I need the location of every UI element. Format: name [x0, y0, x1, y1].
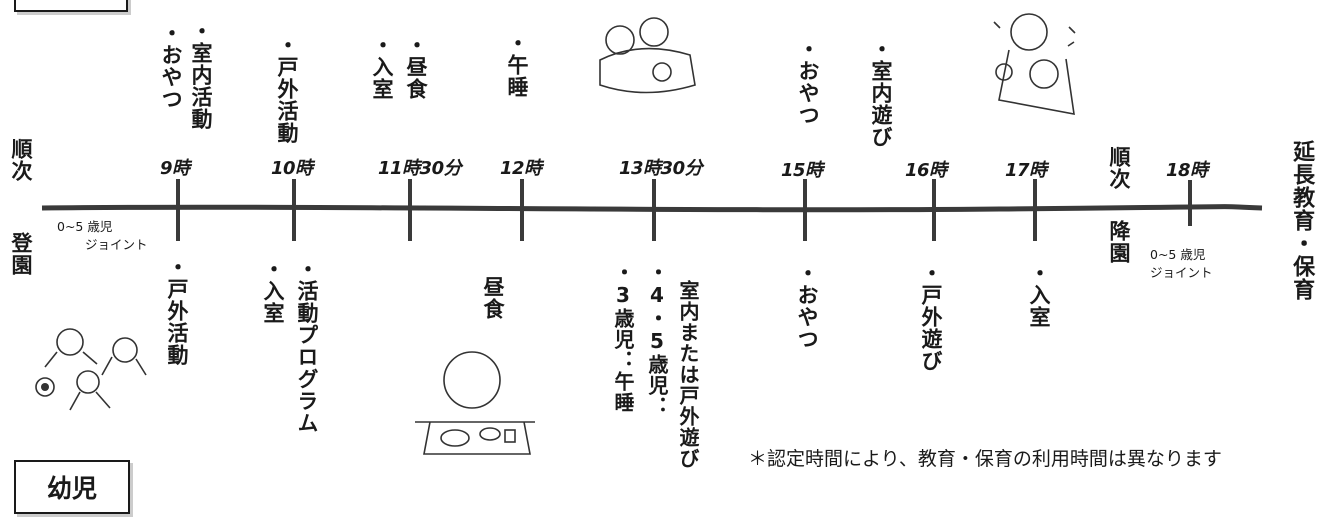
above-10-outdoor: ・戸外活動 — [275, 34, 300, 144]
below-16-outdoor-play: ・戸外遊び — [919, 262, 944, 372]
children-playing-illustration — [35, 328, 147, 411]
end-note: 0~5 歳児 ジョイント — [1150, 247, 1213, 280]
tick-17 — [1033, 179, 1037, 241]
above-15-snack: ・おやつ — [796, 38, 821, 126]
time-10: 10時 — [271, 158, 313, 179]
label-extended-care: 延長教育・保育 — [1289, 140, 1315, 301]
label-arrival-order: 順次 — [9, 138, 34, 182]
time-16: 16時 — [905, 160, 947, 181]
time-18: 18時 — [1166, 160, 1208, 181]
tick-16 — [932, 179, 936, 241]
below-1330-45yo: ・4・5歳児： — [645, 262, 669, 417]
footnote: ＊認定時間により、教育・保育の利用時間は異なります — [748, 448, 1222, 470]
above-1130-enter: ・入室 — [370, 34, 395, 100]
below-1330-play: 室内または戸外遊び — [676, 280, 700, 469]
start-note: 0~5 歳児 ジョイント — [57, 219, 148, 252]
above-9-indoor: ・室内活動 — [189, 20, 214, 130]
above-16-indoor-play: ・室内遊び — [869, 38, 894, 148]
below-17-enter: ・入室 — [1027, 262, 1052, 328]
tick-1330 — [652, 179, 656, 241]
time-12: 12時 — [500, 158, 542, 179]
above-12-nap: ・午睡 — [505, 32, 530, 98]
sleeping-children-illustration — [599, 17, 696, 94]
children-hugging-illustration — [993, 13, 1076, 115]
section-box: 幼児 — [14, 460, 130, 514]
below-10-enter: ・入室 — [261, 258, 286, 324]
label-departure: 降園 — [1107, 220, 1132, 264]
header-box — [14, 0, 128, 12]
below-lunch: 昼食 — [481, 276, 506, 320]
below-15-snack: ・おやつ — [795, 262, 820, 350]
label-departure-order: 順次 — [1107, 146, 1132, 190]
tick-10 — [292, 179, 296, 241]
tick-1130 — [408, 179, 412, 241]
time-1130: 11時30分 — [378, 158, 462, 179]
child-eating-illustration — [415, 351, 535, 455]
below-9-outdoor: ・戸外活動 — [165, 256, 190, 366]
tick-15 — [803, 179, 807, 241]
section-label: 幼児 — [46, 474, 97, 503]
above-1130-lunch: ・昼食 — [404, 34, 429, 100]
label-arrival: 登園 — [9, 232, 34, 276]
time-17: 17時 — [1005, 160, 1047, 181]
tick-9 — [176, 179, 180, 241]
time-15: 15時 — [781, 160, 823, 181]
tick-12 — [520, 179, 524, 241]
below-10-program: ・活動プログラム — [295, 258, 320, 434]
tick-18 — [1188, 180, 1192, 226]
time-1330: 13時30分 — [619, 158, 703, 179]
below-1330-3yo: ・3歳児：午睡 — [611, 262, 635, 413]
time-9: 9時 — [160, 158, 190, 179]
above-9-snack: ・おやつ — [159, 22, 184, 110]
